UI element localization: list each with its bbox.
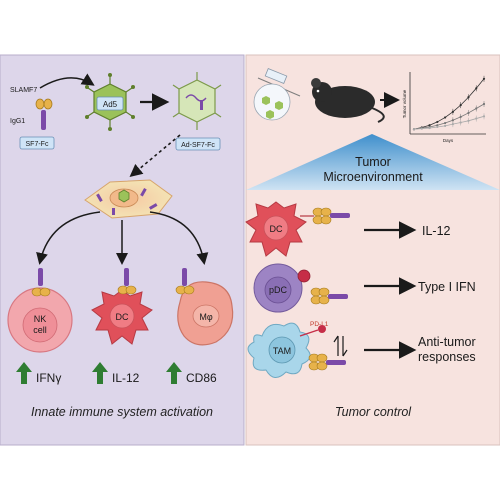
syringe-icon: [253, 68, 301, 121]
chart-point: [412, 128, 416, 131]
fusion-protein-icon: [35, 98, 53, 130]
chart-point: [444, 124, 447, 127]
row3-outcome-2: responses: [418, 350, 476, 364]
ad5-label: Ad5: [103, 100, 118, 109]
dashed-arrow-infection: [129, 134, 181, 178]
tam-label: TAM: [273, 346, 291, 356]
chart-point: [436, 125, 439, 129]
macrophage-label: Mφ: [199, 312, 212, 322]
dc-icon: [91, 268, 153, 345]
tumor-dc-icon: [245, 201, 307, 257]
arrow-to-macrophage: [149, 211, 209, 265]
up-arrow-icon: [16, 362, 32, 384]
chart-point: [428, 126, 431, 130]
ad5-virus-icon: [85, 73, 135, 131]
up-arrow-icon: [92, 362, 108, 384]
mouse-icon: [311, 78, 385, 123]
ad5-box: [96, 96, 124, 111]
pdl1-label: PD-L1: [310, 321, 329, 328]
nk-cell-icon: [7, 268, 73, 353]
up-arrow-icon: [166, 362, 182, 384]
chart-series-line: [413, 78, 485, 130]
chart-point: [436, 124, 439, 127]
pdc-icon: [253, 263, 311, 313]
tumor-dc-label: DC: [270, 224, 283, 234]
il12-readout: IL-12: [112, 371, 140, 385]
slamf7-pair-icon: [308, 353, 346, 371]
tme-label-1: Tumor: [355, 155, 391, 169]
adsf7fc-box: [175, 137, 221, 151]
row1-outcome: IL-12: [422, 224, 451, 238]
tme-triangle: [246, 134, 500, 190]
row3-outcome-1: Anti-tumor: [418, 335, 476, 349]
pdl1-icon: [299, 325, 326, 337]
sf7fc-label: SF7-Fc: [26, 141, 49, 148]
right-panel: [245, 54, 500, 446]
right-panel-caption: Tumor control: [335, 405, 412, 419]
igg1-label: IgG1: [10, 118, 25, 125]
slamf7-pair-icon: [300, 207, 350, 225]
slamf7-pair-icon: [310, 287, 348, 305]
chart-point: [444, 116, 447, 119]
chart-point: [428, 124, 431, 127]
arrow-construct-to-ad5: [39, 73, 95, 89]
pdc-label: pDC: [269, 285, 288, 295]
nk-cell-label-2: cell: [33, 325, 47, 335]
slamf7-label: SLAMF7: [10, 87, 37, 94]
cd86-readout: CD86: [186, 371, 217, 385]
infected-cell-icon: [84, 179, 173, 219]
nk-cell-label-1: NK: [34, 314, 47, 324]
adsf7fc-label: Ad-SF7-Fc: [181, 142, 215, 149]
equilibrium-arrows-icon: [333, 335, 348, 357]
arrow-to-nk: [36, 211, 101, 265]
chart-point: [436, 120, 439, 124]
chart-ylabel: Tumor volume: [402, 89, 407, 118]
chart-series-line: [413, 115, 485, 130]
chart-point: [420, 127, 423, 130]
dc-label: DC: [116, 312, 129, 322]
ad-sf7fc-virus-icon: [172, 72, 222, 130]
tumor-volume-chart: [409, 72, 486, 135]
row2-outcome: Type I IFN: [418, 280, 476, 294]
tme-label-2: Microenvironment: [323, 170, 423, 184]
chart-xlabel: Days: [443, 138, 454, 143]
left-panel-caption: Innate immune system activation: [31, 405, 213, 419]
ifng-readout: IFNγ: [36, 371, 61, 385]
chart-point: [444, 121, 447, 125]
chart-series-line: [413, 103, 485, 130]
macrophage-icon: [175, 268, 234, 346]
tam-icon: [247, 322, 311, 378]
sf7fc-box: [19, 136, 55, 150]
